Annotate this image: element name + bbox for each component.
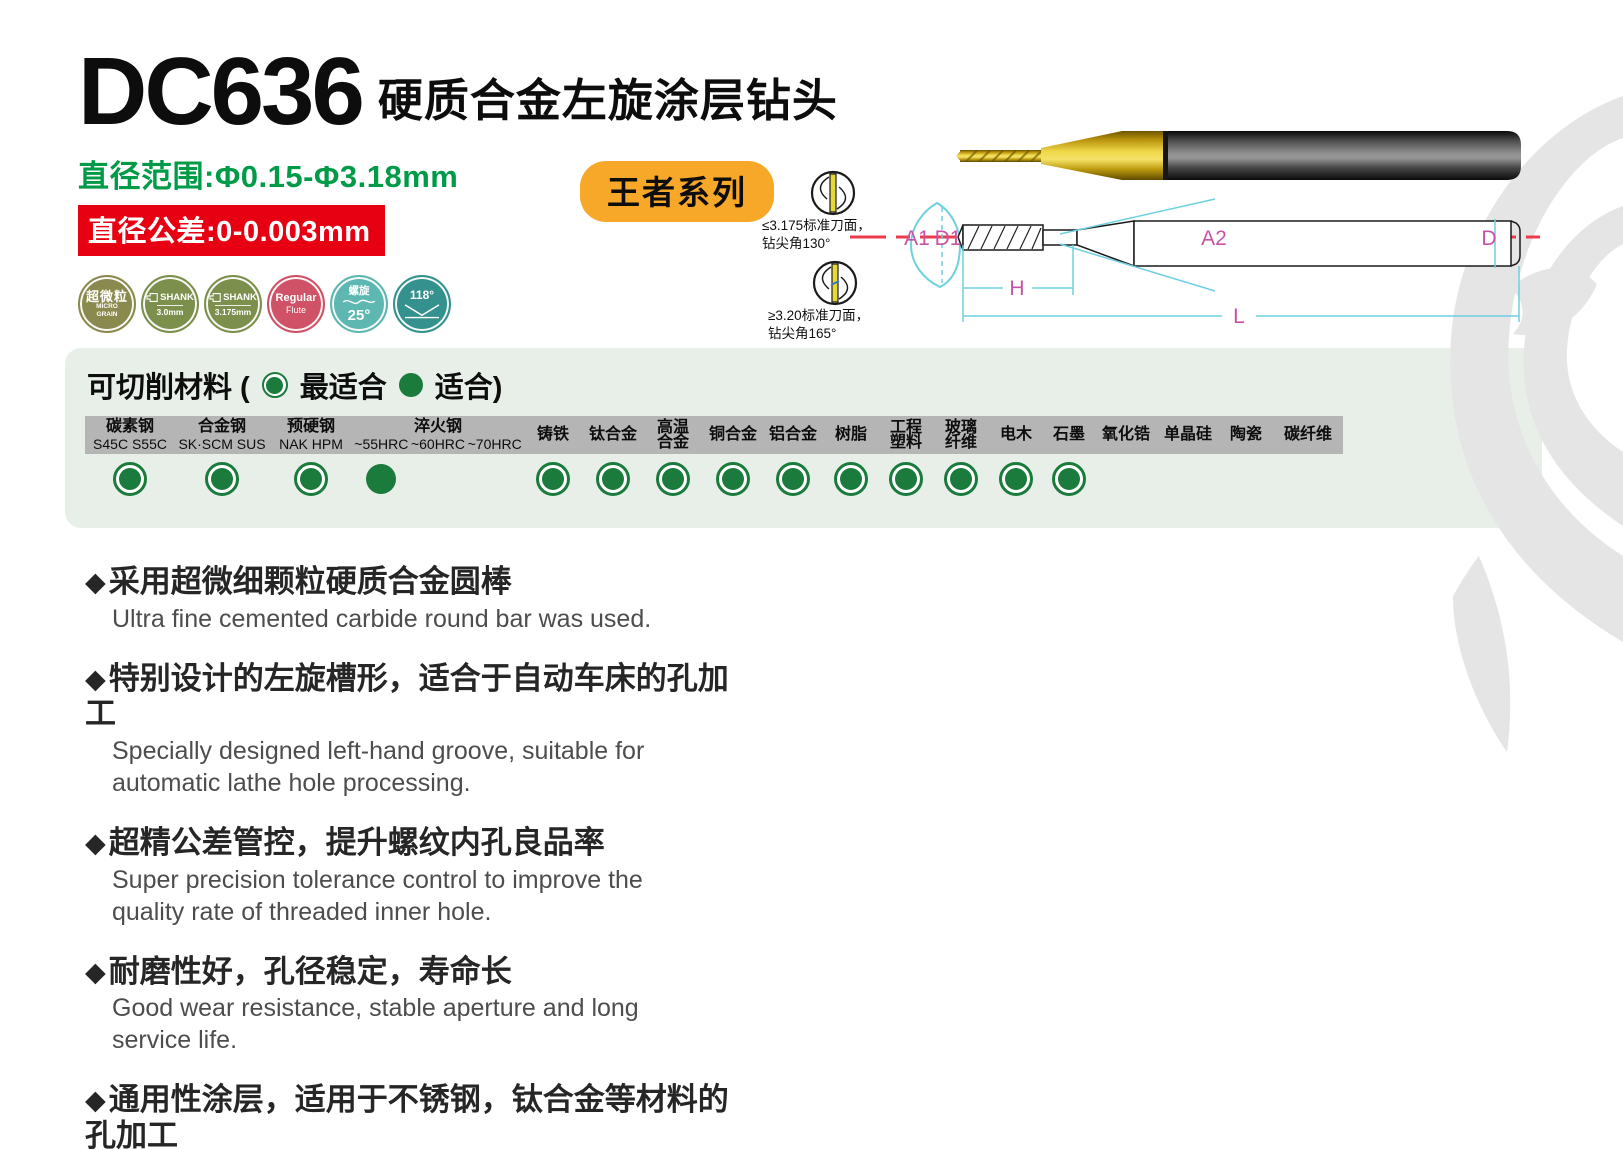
material-column: 单晶硅 [1163,426,1212,444]
wave-icon [342,299,376,304]
rating-dot [889,462,923,496]
feature-list: 采用超微细颗粒硬质合金圆棒 Ultra fine cemented carbid… [85,564,735,1150]
rating-dot [596,462,630,496]
svg-text:钻尖角130°: 钻尖角130° [762,236,830,251]
material-column: 铝合金 [768,426,817,444]
point-angle-lens [909,201,962,289]
rating-dot [113,462,147,496]
material-column: 玻璃 纤维 [944,418,977,451]
material-column: 碳纤维 [1283,426,1332,444]
point-angle-icon [404,304,440,319]
rating-dot [1052,462,1086,496]
feature-item: 采用超微细颗粒硬质合金圆棒 Ultra fine cemented carbid… [85,564,735,635]
label-d: D [1481,227,1496,250]
series-badge: 王者系列 [580,161,774,222]
material-column: 石墨 [1052,426,1085,444]
rating-dot [834,462,868,496]
material-column-quench: 淬火钢 ~55HRC ~60HRC ~70HRC [354,418,522,452]
badge-shank-3mm: SHANK 3.0mm [141,275,199,334]
label-h: H [1009,277,1024,300]
shank-icon [146,293,158,303]
material-column: 电木 [999,426,1032,444]
legend-fit-icon [398,373,423,397]
drill-outline [957,220,1521,268]
label-d1: D1 [935,227,962,250]
header: DC636 硬质合金左旋涂层钻头 直径范围:Φ0.15-Φ3.18mm 直径公差… [78,38,838,334]
legend-best-icon [261,372,288,398]
materials-header-strip: 碳素钢 S45C S55C 合金钢 SK·SCM SUS 预硬钢 NAK HPM… [85,416,1343,454]
material-column: 碳素钢 S45C S55C [93,418,167,452]
badge-point-angle-118: 118° [393,275,451,334]
cross-section-large: ≥3.20标准刀面， 钻尖角165° [768,260,869,341]
badge-micro-grain: 超微粒 MICRO GRAIN [78,275,136,334]
rating-dot [366,464,397,494]
rating-dot [536,462,570,496]
cuttable-materials-panel: 可切削材料 ( 最适合 适合) 碳素钢 S45C S55C 合金钢 SK·SCM… [65,348,1542,528]
shank-icon [209,293,221,303]
rating-dot [999,462,1033,496]
badge-helix-25: 螺旋 25° [330,275,388,334]
label-a2: A2 [1201,227,1227,250]
material-column: 预硬钢 NAK HPM [279,418,343,452]
svg-text:≥3.20标准刀面，: ≥3.20标准刀面， [768,308,869,323]
badge-shank-3175mm: SHANK 3.175mm [204,275,262,334]
product-photo [956,131,1521,180]
svg-text:≤3.175标准刀面，: ≤3.175标准刀面， [762,218,871,233]
diameter-range: 直径范围:Φ0.15-Φ3.18mm [78,159,459,195]
material-column: 陶瓷 [1229,426,1262,444]
badge-regular-flute: Regular Flute [267,275,325,334]
label-a1: A1 [904,227,930,250]
material-column: 工程 塑料 [889,418,922,451]
a2-angle-lines [1059,198,1216,292]
tolerance-banner: 直径公差:0-0.003mm [78,205,385,257]
material-column: 氧化锆 [1101,426,1150,444]
title-row: DC636 硬质合金左旋涂层钻头 [78,38,838,145]
material-column: 高温 合金 [656,418,689,451]
product-title: 硬质合金左旋涂层钻头 [377,75,838,127]
label-l: L [1233,305,1245,328]
material-column: 树脂 [834,426,867,444]
flute-lines [967,225,1042,250]
rating-dot [294,462,328,496]
feature-item: 通用性涂层，适用于不锈钢，钛合金等材料的孔加工 Universal coatin… [85,1082,735,1150]
rating-dot [205,462,239,496]
feature-item: 超精公差管控，提升螺纹内孔良品率 Super precision toleran… [85,825,735,928]
rating-dot [944,462,978,496]
feature-item: 特别设计的左旋槽形，适合于自动车床的孔加工 Specially designed… [85,661,735,799]
material-column: 铜合金 [708,426,757,444]
rating-dot [656,462,690,496]
spec-badge-row: 超微粒 MICRO GRAIN SHANK 3.0mm SHA [78,275,838,334]
materials-rating-row [85,456,1343,502]
cross-section-small: ≤3.175标准刀面， 钻尖角130° [762,170,871,251]
materials-title: 可切削材料 ( 最适合 适合) [87,372,503,404]
material-column: 钛合金 [588,426,637,444]
material-column: 铸铁 [536,426,569,444]
rating-dot [716,462,750,496]
technical-drawing: ≤3.175标准刀面， 钻尖角130° ≥3.20标准刀面， 钻尖角165° [762,131,1550,341]
svg-text:钻尖角165°: 钻尖角165° [768,326,836,341]
product-model: DC636 [78,38,365,145]
feature-item: 耐磨性好，孔径稳定，寿命长 Good wear resistance, stab… [85,954,735,1057]
h-dimension [962,245,1074,295]
material-column: 合金钢 SK·SCM SUS [178,418,266,452]
rating-dot [776,462,810,496]
